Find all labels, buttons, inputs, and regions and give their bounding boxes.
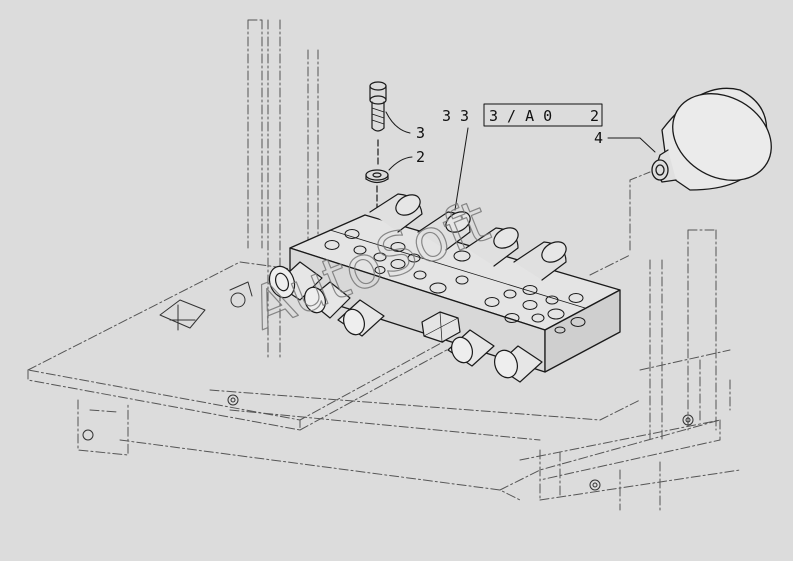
callout-3: 3 <box>416 124 425 142</box>
part-code-boxed: 3 / A 0 <box>489 107 552 125</box>
control-valve-body <box>289 214 621 373</box>
frame-hardware <box>82 281 694 491</box>
part-code-label: 3 3 3 / A 0 2 <box>442 103 603 127</box>
callout-leaders <box>385 111 656 211</box>
front-spool-caps <box>268 261 543 383</box>
machine-frame <box>27 19 741 513</box>
callout-4: 4 <box>594 129 603 147</box>
screw <box>369 81 387 132</box>
rear-spool-caps <box>369 193 567 281</box>
part-code-box <box>483 103 603 127</box>
washer <box>365 169 389 184</box>
part-code-prefix: 3 3 <box>442 107 469 125</box>
part-code-suffix: 2 <box>590 107 599 125</box>
callout-2: 2 <box>416 148 425 166</box>
accumulator <box>651 87 772 191</box>
